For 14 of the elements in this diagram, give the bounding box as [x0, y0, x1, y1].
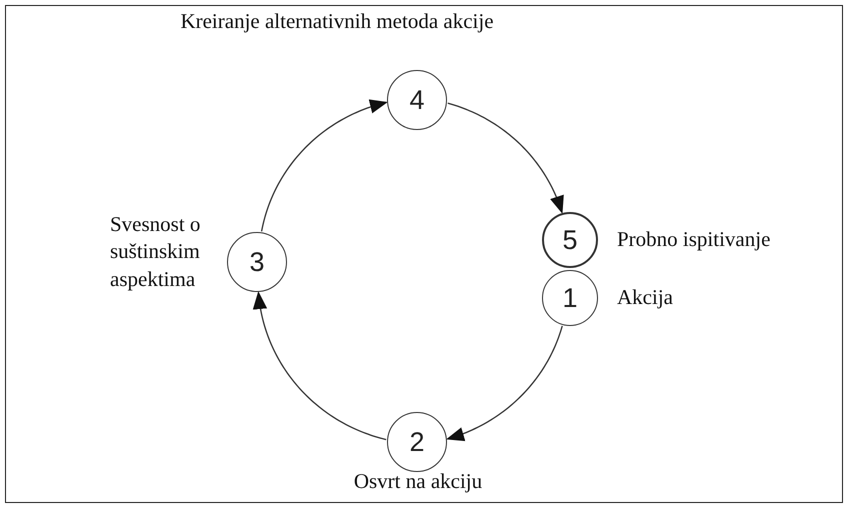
step-number: 4 — [409, 86, 425, 114]
arrow — [448, 102, 564, 214]
step-number: 5 — [562, 226, 578, 254]
step-number: 1 — [562, 284, 578, 312]
step-number: 2 — [409, 428, 425, 456]
step-caption: Akcija — [617, 284, 674, 311]
step-caption: Svesnost o suštinskim aspektima — [110, 211, 202, 293]
step-caption: Osvrt na akciju — [352, 468, 484, 495]
arrow — [260, 99, 388, 232]
step-caption: Probno ispitivanje — [617, 226, 772, 253]
step-number: 3 — [249, 248, 265, 276]
arrow — [446, 326, 563, 442]
arrow — [252, 291, 386, 440]
step-caption: Kreiranje alternativnih metoda akcije — [179, 8, 495, 35]
